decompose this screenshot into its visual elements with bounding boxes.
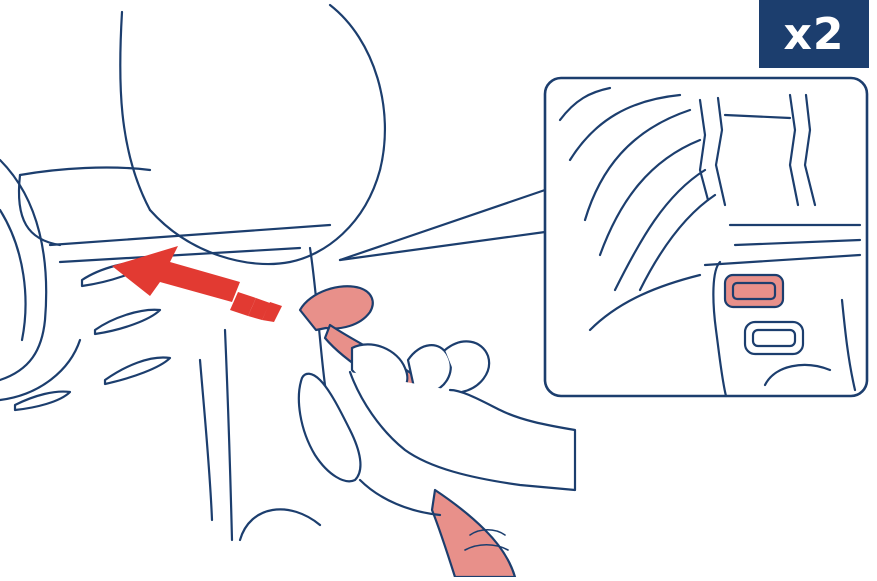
seat-cushion — [0, 160, 330, 420]
callout-pointer — [340, 190, 545, 260]
inset-detail — [545, 78, 867, 396]
hand — [299, 341, 575, 515]
quantity-badge-label: x2 — [784, 9, 845, 60]
quantity-badge: x2 — [759, 0, 869, 68]
